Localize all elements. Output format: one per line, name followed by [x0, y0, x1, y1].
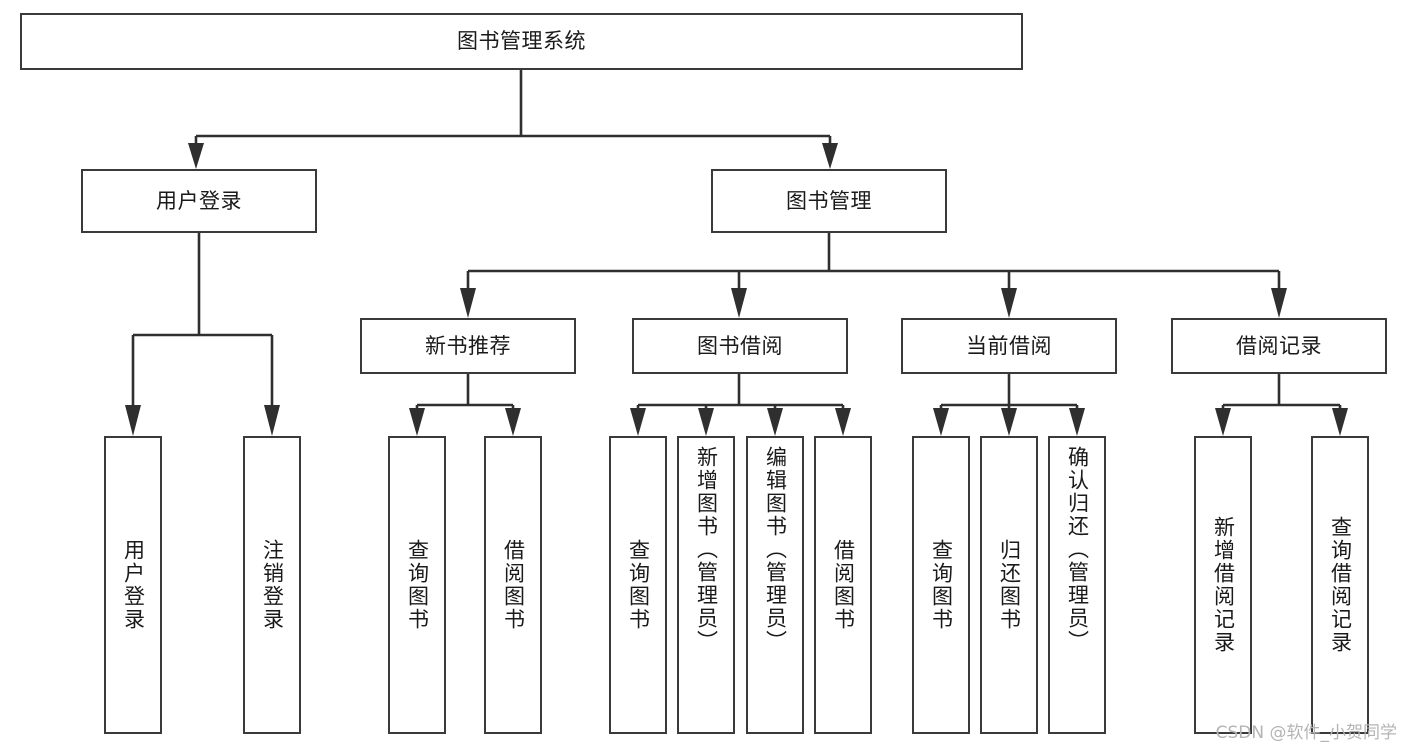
- node-leaf-add-borrow-record-label: 新增借阅记录: [1211, 516, 1236, 654]
- node-leaf-confirm-return-admin[interactable]: 确认归还（管理员）: [1048, 436, 1106, 734]
- arrowhead-borrow-record: [1271, 288, 1287, 318]
- node-leaf-logout-login[interactable]: 注销登录: [243, 436, 301, 734]
- arrowhead-leaf-query-book-3: [933, 408, 949, 436]
- node-book-manage[interactable]: 图书管理: [711, 169, 947, 233]
- node-new-book-recommend[interactable]: 新书推荐: [360, 318, 576, 374]
- node-leaf-borrow-book-1[interactable]: 借阅图书: [484, 436, 542, 734]
- node-leaf-query-borrow-record[interactable]: 查询借阅记录: [1311, 436, 1369, 734]
- node-leaf-borrow-book-2-label: 借阅图书: [831, 539, 856, 631]
- node-leaf-user-login-label: 用户登录: [121, 539, 146, 631]
- node-leaf-add-book-admin[interactable]: 新增图书（管理员）: [677, 436, 735, 734]
- arrowhead-leaf-user-login: [125, 405, 141, 436]
- node-root-label: 图书管理系统: [457, 29, 586, 54]
- arrowhead-user-login: [188, 143, 204, 169]
- arrowhead-book-manage: [822, 143, 838, 169]
- node-borrow-record[interactable]: 借阅记录: [1171, 318, 1387, 374]
- node-borrow-record-label: 借阅记录: [1236, 333, 1322, 358]
- node-leaf-return-book[interactable]: 归还图书: [980, 436, 1038, 734]
- node-leaf-edit-book-admin[interactable]: 编辑图书（管理员）: [746, 436, 804, 734]
- node-leaf-logout-login-label: 注销登录: [260, 539, 285, 631]
- node-user-login-label: 用户登录: [156, 188, 242, 213]
- arrowhead-leaf-confirm-return-admin: [1069, 408, 1085, 436]
- arrowhead-leaf-add-borrow-record: [1215, 408, 1231, 436]
- node-book-borrow-label: 图书借阅: [697, 333, 783, 358]
- node-leaf-edit-book-admin-label: 编辑图书（管理员）: [763, 446, 788, 653]
- arrowhead-leaf-query-borrow-record: [1332, 408, 1348, 436]
- arrowhead-leaf-borrow-book-1: [505, 408, 521, 436]
- arrowhead-leaf-add-book-admin: [698, 408, 714, 436]
- node-current-borrow-label: 当前借阅: [966, 333, 1052, 358]
- node-leaf-borrow-book-1-label: 借阅图书: [501, 539, 526, 631]
- arrowhead-new-book-recommend: [460, 288, 476, 318]
- arrowhead-book-borrow: [731, 288, 747, 318]
- node-current-borrow[interactable]: 当前借阅: [901, 318, 1117, 374]
- node-leaf-query-book-1[interactable]: 查询图书: [388, 436, 446, 734]
- arrowhead-leaf-query-book-2: [630, 408, 646, 436]
- node-leaf-return-book-label: 归还图书: [997, 539, 1022, 631]
- arrowhead-leaf-query-book-1: [409, 408, 425, 436]
- node-leaf-query-borrow-record-label: 查询借阅记录: [1328, 516, 1353, 654]
- arrowhead-leaf-edit-book-admin: [767, 408, 783, 436]
- arrowhead-current-borrow: [1001, 288, 1017, 318]
- node-leaf-borrow-book-2[interactable]: 借阅图书: [814, 436, 872, 734]
- node-book-manage-label: 图书管理: [786, 188, 872, 213]
- node-user-login[interactable]: 用户登录: [81, 169, 317, 233]
- arrowhead-leaf-borrow-book-2: [835, 408, 851, 436]
- node-leaf-query-book-3-label: 查询图书: [929, 539, 954, 631]
- node-leaf-add-borrow-record[interactable]: 新增借阅记录: [1194, 436, 1252, 734]
- node-leaf-query-book-2[interactable]: 查询图书: [609, 436, 667, 734]
- node-leaf-query-book-2-label: 查询图书: [626, 539, 651, 631]
- node-leaf-confirm-return-admin-label: 确认归还（管理员）: [1065, 446, 1090, 653]
- node-book-borrow[interactable]: 图书借阅: [632, 318, 848, 374]
- node-leaf-query-book-1-label: 查询图书: [405, 539, 430, 631]
- node-new-book-recommend-label: 新书推荐: [425, 333, 511, 358]
- node-root[interactable]: 图书管理系统: [20, 13, 1023, 70]
- node-leaf-add-book-admin-label: 新增图书（管理员）: [694, 446, 719, 653]
- node-leaf-query-book-3[interactable]: 查询图书: [912, 436, 970, 734]
- arrowhead-leaf-return-book: [1001, 408, 1017, 436]
- node-leaf-user-login[interactable]: 用户登录: [104, 436, 162, 734]
- csdn-watermark: CSDN @软件_小贺同学: [1215, 723, 1397, 743]
- arrowhead-leaf-logout-login: [264, 405, 280, 436]
